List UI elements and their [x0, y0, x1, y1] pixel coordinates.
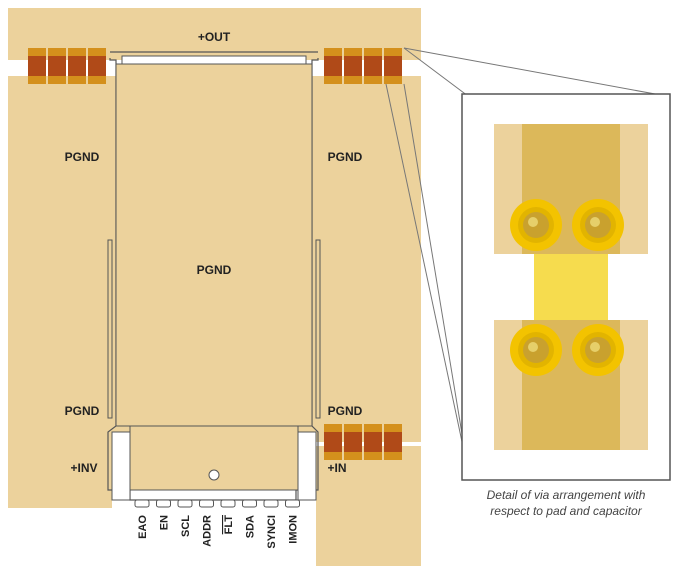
pin-label-synci: SYNCI — [266, 515, 278, 549]
pin-pad-eao — [134, 499, 150, 508]
capacitor-bank-top-left — [28, 48, 106, 84]
copper-inv-plane — [8, 442, 112, 508]
rail-left — [107, 239, 113, 419]
label-pgnd-top-left: PGND — [65, 150, 100, 164]
pin-label-flt: FLT — [223, 515, 235, 535]
pin-pads — [134, 499, 300, 508]
detail-view — [494, 124, 648, 450]
detail-capacitor-body — [534, 254, 608, 320]
rail-right — [315, 239, 321, 419]
pin-pad-sda — [242, 499, 257, 508]
pin-pad-flt — [220, 499, 236, 508]
cap-bottom-right-body-3 — [364, 432, 382, 452]
module-notch-right — [297, 431, 317, 501]
pin-label-sda: SDA — [245, 515, 257, 538]
cap-top-right-body-4 — [384, 56, 402, 76]
label-out: +OUT — [198, 30, 231, 44]
cap-top-left-body-2 — [48, 56, 66, 76]
detail-caption-line2: respect to pad and capacitor — [490, 504, 642, 518]
cap-bottom-right-body-2 — [344, 432, 362, 452]
label-inv: +INV — [70, 461, 97, 475]
via-highlight-2 — [590, 217, 600, 227]
pin-label-en: EN — [159, 515, 171, 530]
cap-bottom-right-body-1 — [324, 432, 342, 452]
cap-top-right-body-1 — [324, 56, 342, 76]
detail-caption-line1: Detail of via arrangement with — [487, 488, 646, 502]
via-highlight-3 — [528, 342, 538, 352]
mounting-hole — [208, 469, 220, 481]
pin-pad-imon — [285, 499, 300, 508]
cap-top-right-body-3 — [364, 56, 382, 76]
module-body — [115, 63, 313, 427]
zoom-lines — [385, 47, 667, 471]
label-pgnd-top-right: PGND — [328, 150, 363, 164]
cap-top-left-body-3 — [68, 56, 86, 76]
cap-top-right-body-2 — [344, 56, 362, 76]
via-highlight-4 — [590, 342, 600, 352]
module-notch-left — [111, 431, 131, 501]
pin-labels: EAO EN SCL ADDR FLT SDA SYNCI IMON — [137, 515, 300, 549]
cap-bottom-right-body-4 — [384, 432, 402, 452]
vias — [510, 199, 624, 376]
label-in: +IN — [327, 461, 346, 475]
cap-top-left-body-4 — [88, 56, 106, 76]
capacitor-bank-top-right — [324, 48, 402, 84]
pin-label-imon: IMON — [288, 515, 300, 544]
module-top-strip — [121, 55, 307, 65]
cap-top-left-body-1 — [28, 56, 46, 76]
pin-pad-addr — [199, 499, 214, 508]
pin-label-eao: EAO — [137, 515, 149, 539]
label-pgnd-bottom-left: PGND — [65, 404, 100, 418]
via-highlight-1 — [528, 217, 538, 227]
pin-pad-en — [156, 499, 171, 508]
copper-in-plane — [316, 446, 421, 566]
capacitor-bank-bottom-right — [324, 424, 402, 460]
pin-pad-synci — [263, 499, 279, 508]
label-pgnd-bottom-right: PGND — [328, 404, 363, 418]
pin-label-addr: ADDR — [202, 515, 214, 547]
pin-label-scl: SCL — [180, 515, 192, 537]
label-pgnd-center: PGND — [197, 263, 232, 277]
pin-pad-scl — [177, 499, 193, 508]
